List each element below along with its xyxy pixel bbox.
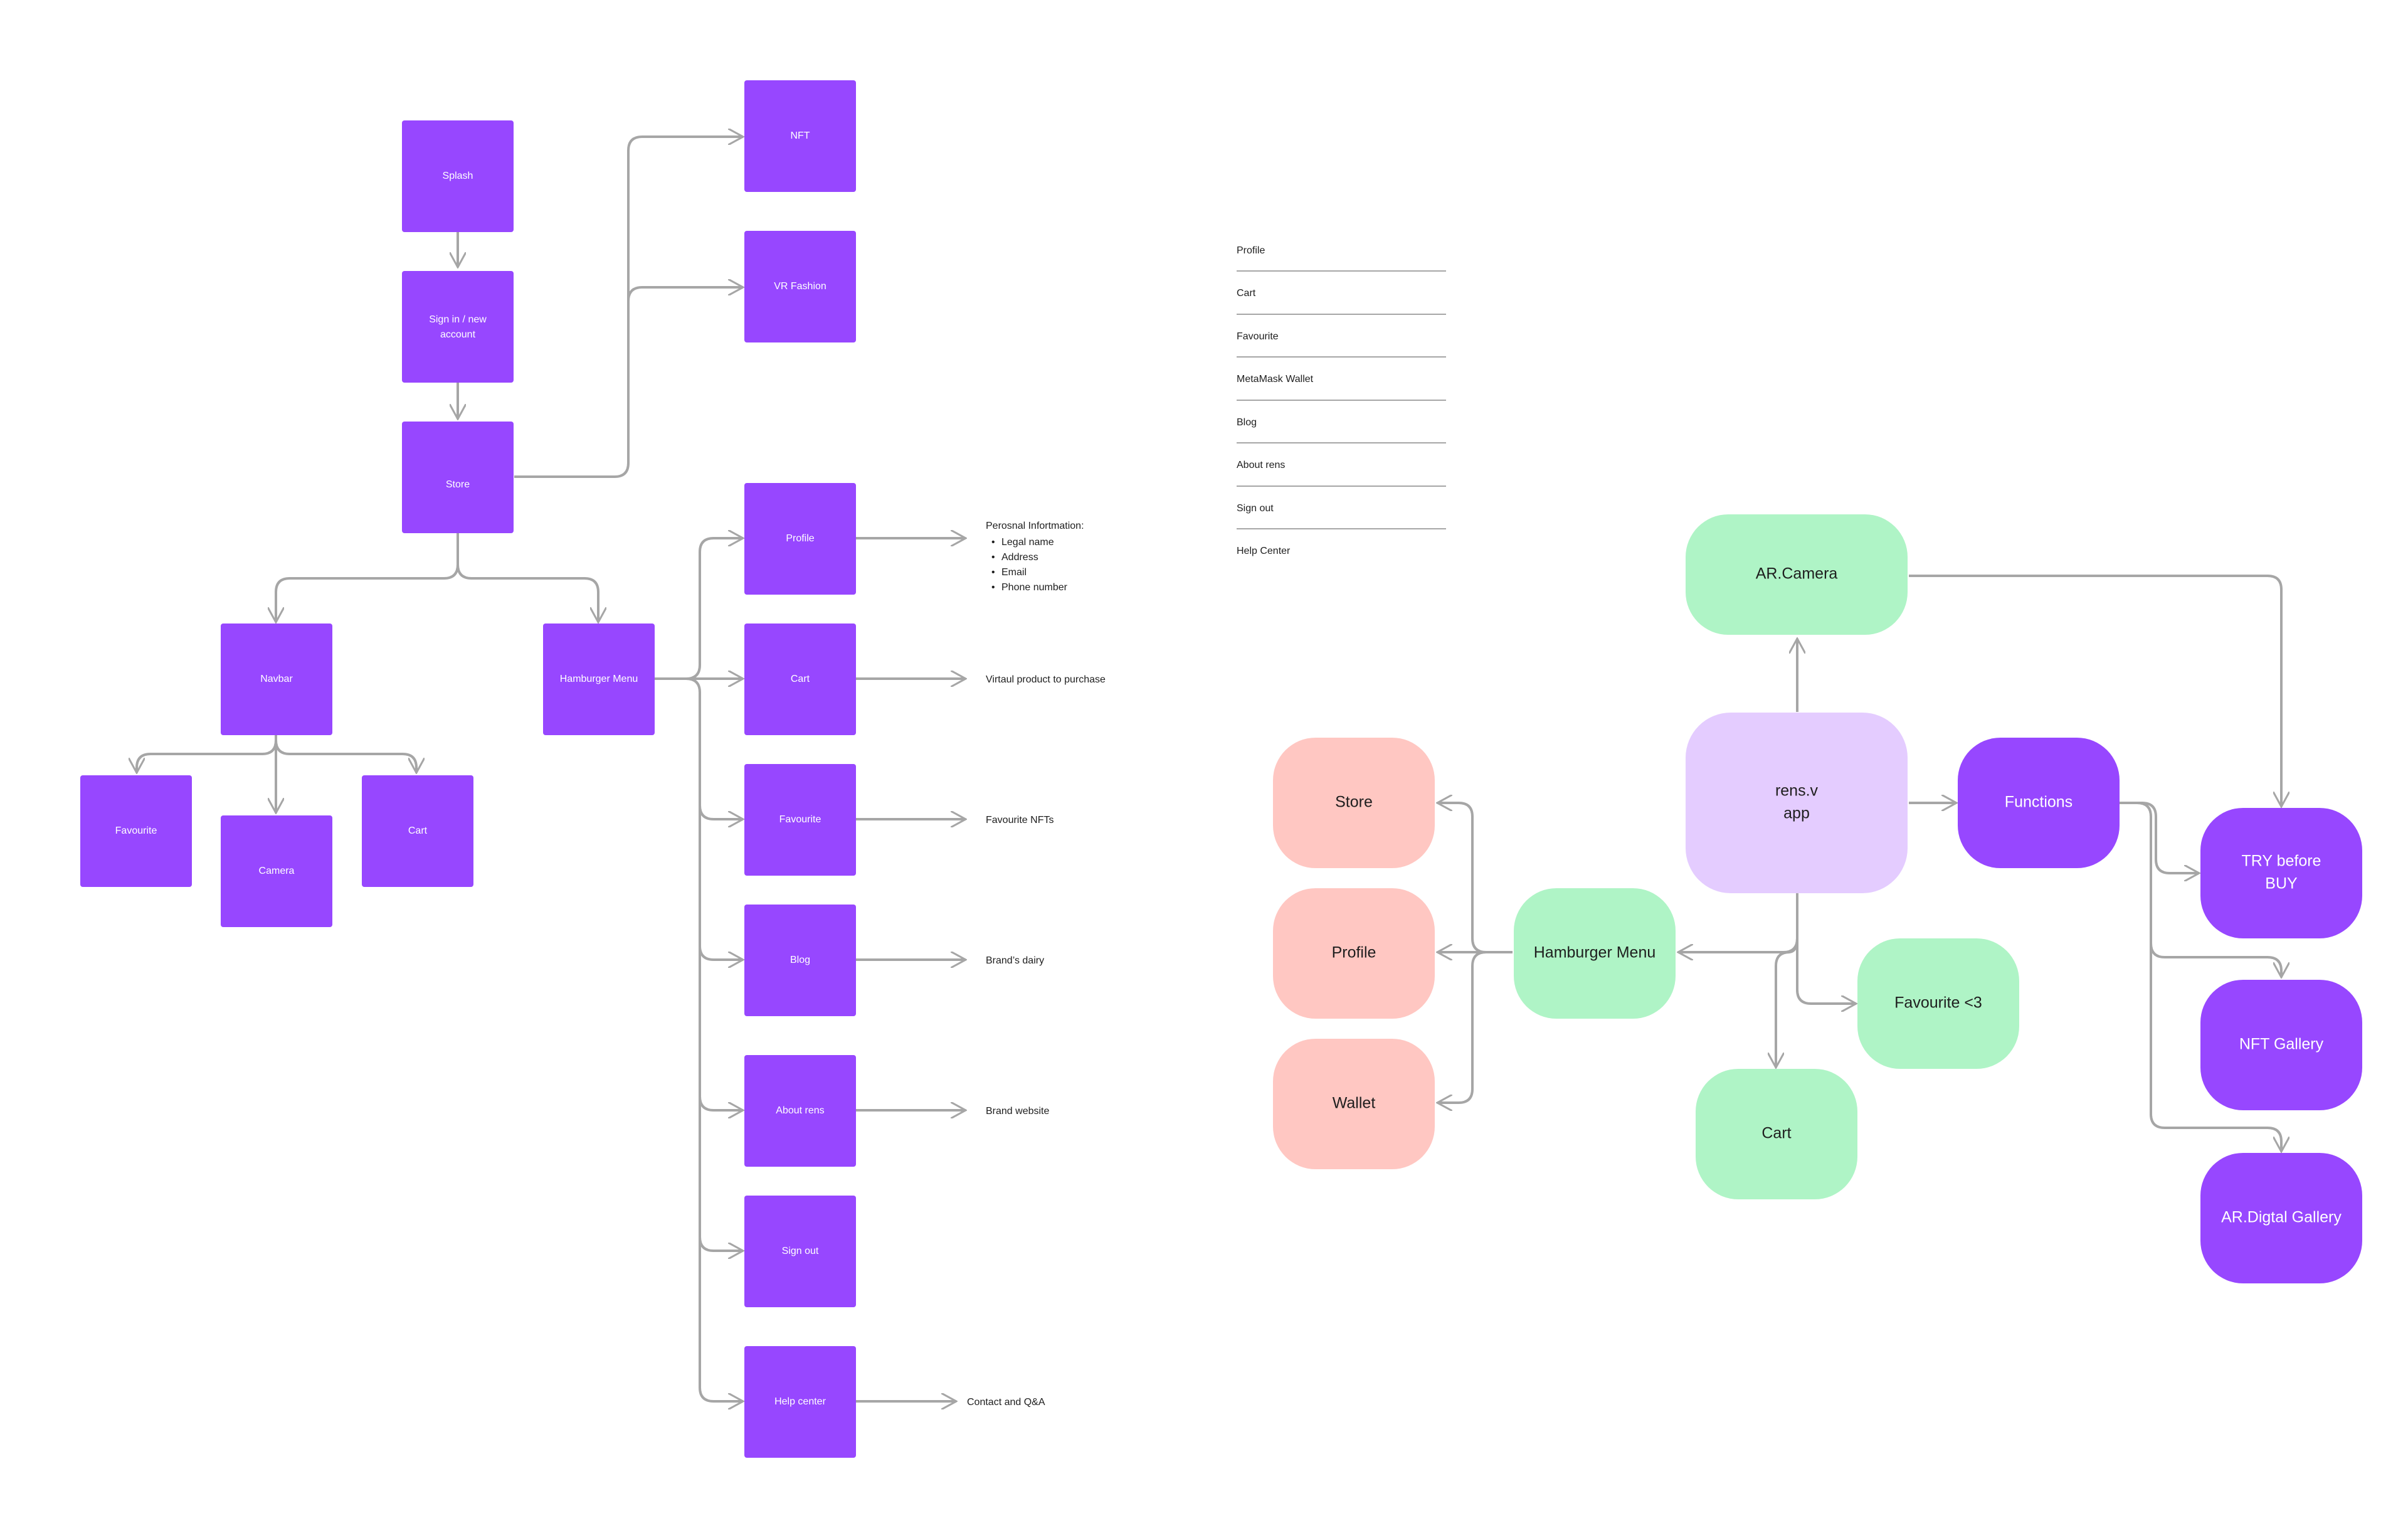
node-menu-help-label: Help center (774, 1396, 826, 1407)
note-profile-bullet-4: • (991, 582, 995, 593)
menu-list-item-blog[interactable]: Blog (1237, 417, 1257, 428)
mm-node-wallet[interactable]: Wallet (1273, 1039, 1435, 1169)
node-menu-about[interactable]: About rens (744, 1055, 856, 1167)
mm-node-ar-camera[interactable]: AR.Camera (1686, 514, 1908, 635)
node-cart[interactable]: Cart (362, 775, 473, 887)
mm-node-profile-label: Profile (1332, 944, 1376, 962)
mm-node-hamburger-menu-label: Hamburger Menu (1534, 944, 1656, 962)
note-profile-item-4: Phone number (1001, 582, 1068, 593)
node-camera[interactable]: Camera (221, 815, 332, 927)
node-menu-blog-label: Blog (790, 955, 810, 965)
note-profile-bullet-3: • (991, 567, 995, 578)
mm-node-cart[interactable]: Cart (1696, 1069, 1857, 1199)
node-menu-signout[interactable]: Sign out (744, 1196, 856, 1307)
node-splash[interactable]: Splash (402, 120, 514, 232)
node-menu-profile[interactable]: Profile (744, 483, 856, 595)
node-menu-profile-label: Profile (786, 533, 814, 544)
node-menu-favourite-label: Favourite (779, 814, 821, 825)
node-menu-signout-label: Sign out (782, 1246, 819, 1256)
note-profile-item-1: Legal name (1001, 537, 1054, 548)
mm-node-favourite[interactable]: Favourite <3 (1857, 938, 2019, 1069)
mm-node-profile[interactable]: Profile (1273, 888, 1435, 1019)
mm-node-center-app-line2: app (1783, 805, 1810, 822)
menu-list: Profile Cart Favourite MetaMask Wallet B… (1237, 245, 1446, 556)
node-nft-label: NFT (790, 130, 810, 141)
node-hamburger-menu[interactable]: Hamburger Menu (543, 624, 655, 735)
mm-node-try-before-buy-line1: TRY before (2242, 852, 2321, 870)
mm-node-ar-gallery-label: AR.Digtal Gallery (2221, 1209, 2342, 1226)
node-favourite[interactable]: Favourite (80, 775, 192, 887)
note-blog: Brand’s dairy (986, 955, 1044, 966)
node-vr-fashion-label: VR Fashion (774, 281, 826, 292)
node-navbar[interactable]: Navbar (221, 624, 332, 735)
node-vr-fashion[interactable]: VR Fashion (744, 231, 856, 342)
node-menu-blog[interactable]: Blog (744, 905, 856, 1016)
note-cart: Virtaul product to purchase (986, 674, 1106, 685)
mm-node-store-label: Store (1335, 793, 1373, 811)
note-profile-item-2: Address (1001, 552, 1038, 563)
mm-node-store[interactable]: Store (1273, 738, 1435, 868)
menu-list-item-about-rens[interactable]: About rens (1237, 460, 1285, 470)
menu-list-item-favourite[interactable]: Favourite (1237, 331, 1279, 342)
node-splash-label: Splash (443, 171, 473, 181)
mm-node-nft-gallery-label: NFT Gallery (2239, 1036, 2324, 1053)
note-about: Brand website (986, 1106, 1049, 1117)
mm-node-center-app-line1: rens.v (1775, 782, 1819, 800)
mm-node-cart-label: Cart (1761, 1125, 1791, 1142)
menu-list-item-sign-out[interactable]: Sign out (1237, 503, 1274, 514)
node-nft[interactable]: NFT (744, 80, 856, 192)
mm-node-center-app[interactable]: rens.v app (1686, 713, 1908, 893)
note-profile-title: Perosnal Infortmation: (986, 521, 1084, 531)
menu-list-item-metamask-wallet[interactable]: MetaMask Wallet (1237, 374, 1314, 385)
node-hamburger-menu-label: Hamburger Menu (560, 674, 638, 684)
node-signin[interactable]: Sign in / new account (402, 271, 514, 383)
node-camera-label: Camera (259, 866, 295, 876)
note-profile-bullet-2: • (991, 552, 995, 563)
node-menu-help[interactable]: Help center (744, 1346, 856, 1458)
flowchart-nodes: Splash Sign in / new account Store NFT V… (80, 80, 856, 1458)
mm-node-wallet-label: Wallet (1333, 1095, 1376, 1112)
mm-node-favourite-label: Favourite <3 (1894, 994, 1982, 1012)
node-signin-label-line1: Sign in / new (429, 314, 487, 325)
mm-node-functions-label: Functions (2005, 793, 2073, 811)
note-favourite: Favourite NFTs (986, 815, 1054, 825)
flowchart-notes: Perosnal Infortmation: • Legal name • Ad… (967, 521, 1106, 1408)
flowchart-connectors (137, 137, 966, 1401)
node-navbar-label: Navbar (260, 674, 293, 684)
node-menu-cart-label: Cart (791, 674, 810, 684)
mm-node-ar-camera-label: AR.Camera (1756, 565, 1838, 583)
mm-node-try-before-buy[interactable]: TRY before BUY (2200, 808, 2362, 938)
node-menu-about-label: About rens (776, 1105, 824, 1116)
note-profile-bullet-1: • (991, 537, 995, 548)
note-help: Contact and Q&A (967, 1397, 1045, 1408)
mm-node-hamburger-menu[interactable]: Hamburger Menu (1514, 888, 1676, 1019)
mm-node-try-before-buy-line2: BUY (2265, 875, 2298, 893)
menu-list-item-cart[interactable]: Cart (1237, 288, 1256, 299)
menu-list-item-help-center[interactable]: Help Center (1237, 546, 1291, 556)
node-favourite-label: Favourite (115, 825, 157, 836)
mm-node-ar-gallery[interactable]: AR.Digtal Gallery (2200, 1153, 2362, 1283)
node-store[interactable]: Store (402, 422, 514, 533)
note-profile-item-3: Email (1001, 567, 1027, 578)
node-signin-label-line2: account (440, 329, 476, 340)
mindmap-nodes: AR.Camera rens.v app Functions TRY befor… (1273, 514, 2362, 1283)
mindmap-connectors (1437, 575, 2281, 1152)
node-menu-favourite[interactable]: Favourite (744, 764, 856, 876)
node-store-label: Store (446, 479, 470, 490)
node-cart-label: Cart (408, 825, 428, 836)
node-menu-cart[interactable]: Cart (744, 624, 856, 735)
mm-node-nft-gallery[interactable]: NFT Gallery (2200, 980, 2362, 1110)
mm-node-functions[interactable]: Functions (1958, 738, 2120, 868)
menu-list-item-profile[interactable]: Profile (1237, 245, 1265, 256)
